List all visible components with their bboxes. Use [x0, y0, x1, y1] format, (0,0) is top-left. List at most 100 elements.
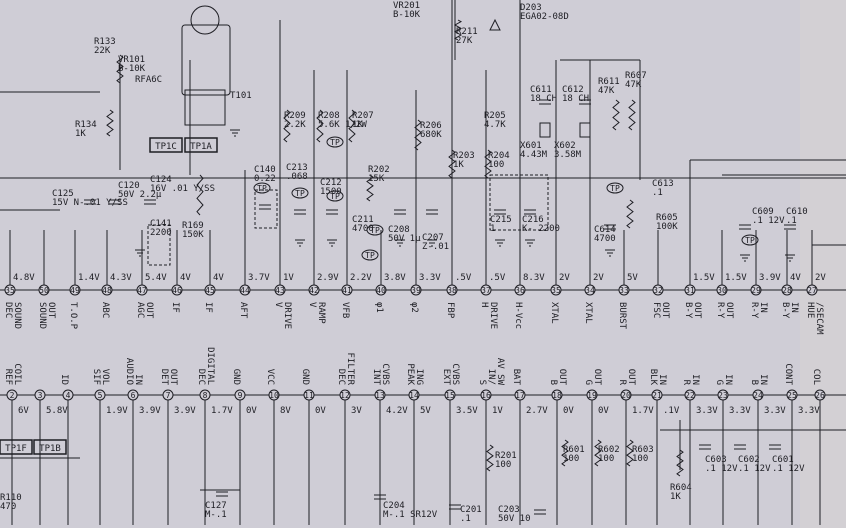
pin-number: 32: [653, 286, 663, 295]
pin-name: IN: [133, 374, 143, 385]
pin-circle: [684, 284, 696, 296]
part-ref: RFA6C: [135, 75, 162, 85]
resistor-zigzag: [626, 439, 634, 467]
pin-name: IN: [723, 374, 733, 385]
pin-voltage: 3.9V: [174, 406, 196, 416]
pin-number: 30: [717, 286, 727, 295]
part-ref: C211: [352, 215, 374, 225]
ground-icon: [525, 239, 535, 247]
test-point-label: TP: [610, 184, 620, 193]
pin-name: T.O.P: [68, 302, 78, 330]
pin-voltage: 5V: [627, 273, 638, 283]
pin-circle: [446, 284, 458, 296]
test-point-box-label: TP1A: [190, 142, 212, 152]
pin-name: VFB: [340, 302, 350, 318]
pin-circle: [239, 284, 251, 296]
pin-voltage: 1V: [283, 273, 294, 283]
pin-voltage: 3.3V: [798, 406, 820, 416]
resistor-symbol: [486, 444, 494, 472]
resistor-symbol: [612, 99, 620, 131]
pin-voltage: 3.7V: [248, 273, 270, 283]
pin-name: ID: [59, 374, 69, 385]
ground-icon: [395, 239, 405, 247]
pin-voltage: 2.2V: [350, 273, 372, 283]
resistor-zigzag: [414, 119, 422, 151]
resistor-symbol: [626, 439, 634, 467]
capacitor-symbol: [524, 209, 536, 215]
pin-circle: [750, 284, 762, 296]
pin-name: S: [477, 380, 487, 385]
test-point-marker: [606, 182, 624, 194]
pin-name: R: [681, 380, 691, 386]
test-point-label: TP: [295, 189, 305, 198]
part-value: .1: [652, 188, 663, 198]
test-point-marker: [326, 190, 344, 202]
pin-number: 50: [39, 286, 49, 295]
pin-circle: [268, 389, 280, 401]
test-point-marker: [291, 187, 309, 199]
pin-circle: [162, 389, 174, 401]
part-value: 22K: [94, 46, 111, 56]
crystal-body: [579, 122, 591, 138]
test-point-ellipse: [326, 190, 344, 202]
pin-number: 13: [375, 391, 385, 400]
part-value: 47K: [625, 80, 642, 90]
test-point-marker: [741, 234, 759, 246]
part-ref: T101: [230, 91, 252, 101]
part-ref: C603: [705, 455, 727, 465]
part-value: 1K: [670, 492, 681, 502]
diode-triangle: [489, 18, 501, 31]
pin-voltage: 1.5V: [693, 273, 715, 283]
pin-number: 17: [515, 391, 525, 400]
test-point-box: [184, 137, 218, 153]
test-point-box: [149, 137, 183, 153]
pin-name: RAMP: [316, 302, 326, 324]
pin-circle: [127, 389, 139, 401]
resistor-symbol: [628, 99, 636, 131]
ground-icon: [327, 239, 337, 247]
part-value: 18 CH: [530, 94, 557, 104]
pin-name: ING: [414, 369, 424, 385]
pin-number: 18: [552, 391, 562, 400]
pin-circle: [34, 389, 46, 401]
pin-number: 24: [753, 391, 763, 400]
capacitor-symbol: [699, 444, 711, 450]
pin-number: 12: [340, 391, 350, 400]
pin-name: REF: [3, 369, 13, 385]
part-value: 680K: [420, 130, 442, 140]
crystal-symbol: [539, 122, 551, 138]
pin-number: 44: [240, 286, 250, 295]
pin-name: CONT: [783, 363, 793, 385]
pin-name: SOUND: [12, 302, 22, 329]
pin-voltage: 4V: [213, 273, 224, 283]
pin-number: 4: [66, 391, 71, 400]
pin-name: φ2: [409, 302, 419, 313]
part-value: 15K: [368, 174, 385, 184]
resistor-zigzag: [453, 19, 463, 41]
pin-name: CVBS: [380, 363, 390, 385]
test-point-label: TP: [365, 251, 375, 260]
pin-voltage: 4V: [790, 273, 801, 283]
test-point-label: TP: [330, 138, 340, 147]
part-value: M-.1: [205, 510, 227, 520]
pin-name: OUT: [626, 369, 636, 386]
part-value: 100: [495, 460, 511, 470]
coil-circle: [190, 5, 220, 35]
part-value: .1 12V: [738, 464, 771, 474]
pin-name: BURST: [617, 302, 627, 330]
pin-circle: [341, 284, 353, 296]
ground-icon: [740, 254, 750, 262]
test-point-label: TP: [330, 192, 340, 201]
resistor-zigzag: [676, 449, 684, 477]
pin-voltage: 5.4V: [145, 273, 167, 283]
pin-circle: [4, 284, 16, 296]
part-value: 47K: [598, 86, 615, 96]
pin-name: IN: [789, 302, 799, 313]
pin-voltage: 2V: [815, 273, 826, 283]
part-value: 470: [0, 502, 16, 512]
components: [0, 5, 826, 515]
pin-name: R-Y: [715, 302, 725, 319]
pin-name: G: [714, 380, 724, 385]
dashed-component-box: [254, 189, 278, 229]
